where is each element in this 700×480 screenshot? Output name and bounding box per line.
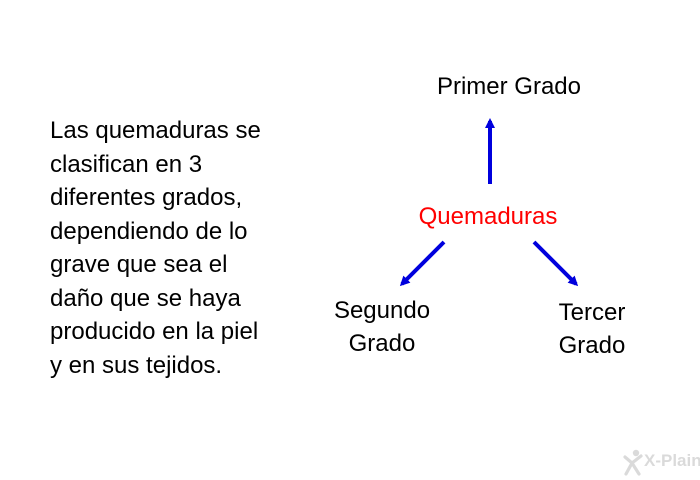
arrow-down-left — [399, 240, 446, 287]
node-quemaduras: Quemaduras — [388, 200, 588, 233]
arrow-down-right — [532, 240, 579, 287]
node-label: Primer Grado — [436, 73, 582, 100]
node-tercer-grado: Tercer Grado — [512, 296, 672, 362]
watermark-text: X-Plain — [644, 451, 700, 470]
node-label-line: Segundo — [333, 297, 431, 324]
description-line: Las quemaduras se — [50, 117, 261, 144]
description-line: daño que se haya — [50, 284, 241, 312]
node-segundo-grado: Segundo Grado — [302, 294, 462, 360]
node-primer-grado: Primer Grado — [409, 70, 609, 103]
node-label: Quemaduras — [418, 203, 558, 230]
node-label-line: Grado — [348, 330, 416, 357]
description-line: clasifican en 3 — [50, 150, 203, 178]
description-line: y en sus tejidos. — [50, 351, 223, 379]
node-label-line: Grado — [558, 332, 626, 359]
description-line: producido en la piel — [50, 318, 259, 345]
description-line: diferentes grados, — [50, 184, 243, 211]
x-plain-figure-icon — [623, 449, 643, 476]
description-line: grave que sea el — [50, 251, 228, 278]
description-text: Las quemaduras se clasifican en 3 difere… — [50, 114, 312, 382]
x-plain-logo: X-Plain — [622, 448, 700, 476]
node-label-line: Tercer — [558, 299, 626, 326]
description-line: dependiendo de lo — [50, 217, 248, 245]
